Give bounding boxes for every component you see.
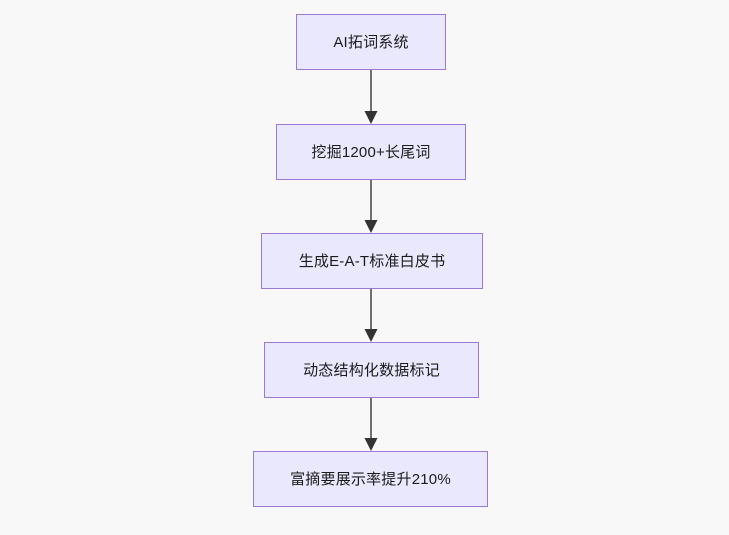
flowchart-edge-n2-n3 bbox=[358, 289, 384, 342]
flowchart-node-label: 挖掘1200+长尾词 bbox=[311, 143, 431, 161]
flowchart-node-ai-keyword-system[interactable]: AI拓词系统 bbox=[296, 14, 446, 70]
flowchart-node-label: 生成E-A-T标准白皮书 bbox=[298, 252, 446, 270]
arrow-down-icon bbox=[364, 111, 378, 124]
flowchart-node-label: AI拓词系统 bbox=[333, 33, 409, 51]
flowchart-node-rich-snippet-result[interactable]: 富摘要展示率提升210% bbox=[253, 451, 488, 507]
flowchart-node-label: 富摘要展示率提升210% bbox=[290, 470, 451, 488]
arrow-down-icon bbox=[364, 220, 378, 233]
flowchart-edge-n3-n4 bbox=[358, 398, 384, 451]
arrow-down-icon bbox=[364, 329, 378, 342]
flowchart-edge-n1-n2 bbox=[358, 180, 384, 233]
flowchart-node-structured-data-markup[interactable]: 动态结构化数据标记 bbox=[264, 342, 479, 398]
arrow-down-icon bbox=[364, 438, 378, 451]
flowchart-node-longtail-keywords[interactable]: 挖掘1200+长尾词 bbox=[276, 124, 466, 180]
flowchart-node-eat-whitepaper[interactable]: 生成E-A-T标准白皮书 bbox=[261, 233, 483, 289]
flowchart-edge-n0-n1 bbox=[358, 70, 384, 124]
flowchart-node-label: 动态结构化数据标记 bbox=[303, 361, 440, 379]
